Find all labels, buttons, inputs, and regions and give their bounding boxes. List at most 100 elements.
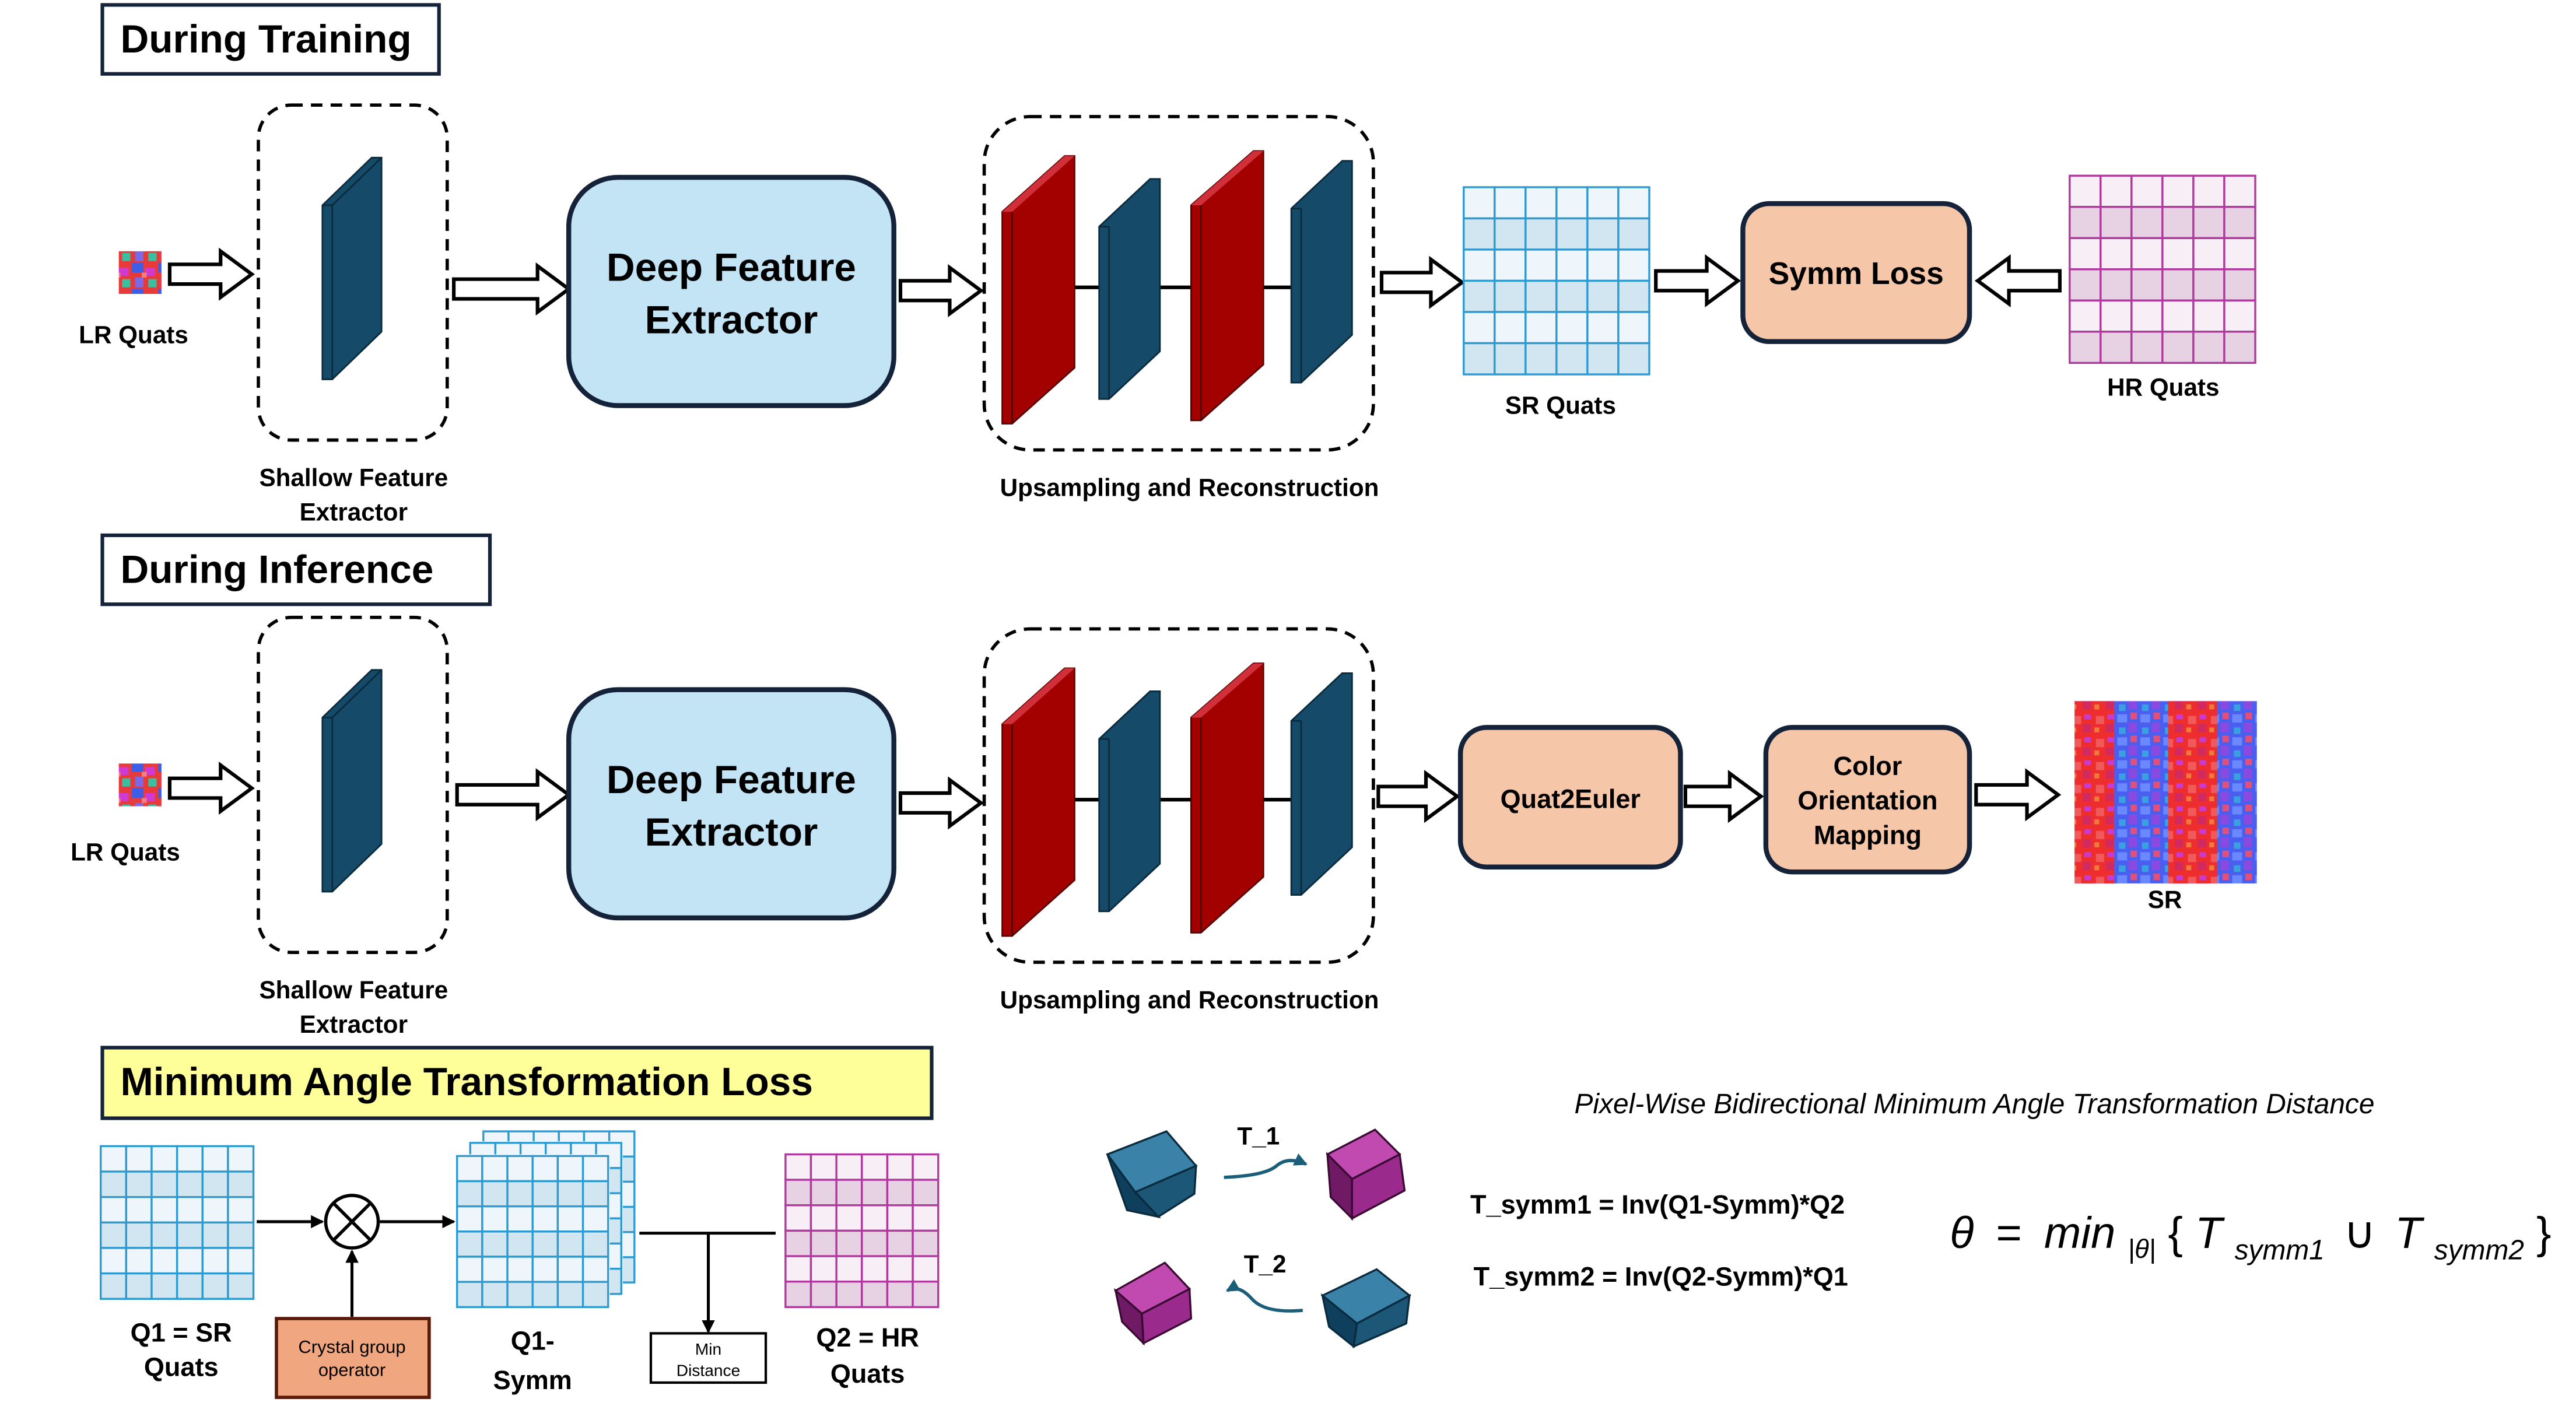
grid-cell: [1494, 217, 1527, 251]
grid-cell: [809, 1281, 837, 1309]
block-arrow: [451, 262, 572, 316]
grid-cell: [1524, 217, 1558, 251]
grid-cell: [506, 1180, 534, 1208]
q2-label-1: Q2 = HR: [816, 1323, 919, 1352]
grid-cell: [150, 1195, 178, 1224]
grid-cell: [456, 1230, 483, 1258]
grid-cell: [2130, 237, 2164, 271]
block-arrow: [167, 762, 255, 815]
deep-label-1: Deep Feature: [607, 246, 856, 289]
grid-cell: [861, 1255, 889, 1283]
navy-plate: [1098, 690, 1161, 913]
grid-cell: [2161, 299, 2195, 333]
grid-cell: [1617, 217, 1650, 251]
grid-cell: [1586, 248, 1620, 282]
grid-cell: [2161, 237, 2195, 271]
q2-grid: [784, 1153, 940, 1309]
grid-cell: [2192, 174, 2225, 208]
grid-cell: [1586, 186, 1620, 220]
grid-cell: [100, 1145, 128, 1173]
min-label-1: Min: [695, 1340, 721, 1358]
grid-cell: [506, 1205, 534, 1233]
block-arrow: [898, 264, 984, 317]
grid-cell: [2069, 268, 2102, 301]
grid-cell: [506, 1155, 534, 1183]
q1-label-2: Quats: [144, 1352, 219, 1382]
grid-cell: [809, 1179, 837, 1207]
grid-cell: [912, 1229, 940, 1257]
grid-cell: [2100, 237, 2133, 271]
grid-cell: [1586, 311, 1620, 345]
grid-cell: [201, 1221, 229, 1249]
grid-cell: [861, 1179, 889, 1207]
grid-cell: [835, 1281, 863, 1309]
grid-cell: [2192, 299, 2225, 333]
grid-cell: [1524, 311, 1558, 345]
grid-cell: [784, 1179, 812, 1207]
grid-cell: [2223, 331, 2256, 364]
navy-plate: [1290, 672, 1353, 896]
color-label-3: Mapping: [1814, 820, 1922, 850]
grid-cell: [201, 1145, 229, 1173]
blue-cube-icon: [1320, 1268, 1411, 1349]
t1-label: T_1: [1237, 1123, 1280, 1150]
block-arrow: [1683, 770, 1764, 823]
grid-cell: [2100, 331, 2133, 364]
grid-cell: [2223, 299, 2256, 333]
grid-cell: [201, 1272, 229, 1300]
loss-section: Q1 = SR Quats Crystal group operator Q1-…: [100, 1089, 2552, 1400]
grid-cell: [581, 1180, 609, 1208]
grid-cell: [100, 1247, 128, 1275]
grid-cell: [912, 1204, 940, 1232]
grid-cell: [886, 1255, 914, 1283]
block-arrow: [455, 768, 572, 822]
grid-cell: [1617, 311, 1650, 345]
shallow-extractor-box: [257, 103, 449, 442]
crystal-group-operator-box: [275, 1317, 431, 1400]
grid-cell: [2130, 268, 2164, 301]
grid-cell: [1494, 342, 1527, 376]
inference-header: During Inference: [100, 533, 492, 606]
grid-cell: [1555, 311, 1589, 345]
grid-cell: [556, 1281, 584, 1309]
grid-cell: [227, 1170, 255, 1198]
color-orientation-box: [1763, 725, 1972, 875]
grid-cell: [201, 1170, 229, 1198]
grid-cell: [150, 1272, 178, 1300]
grid-cell: [912, 1281, 940, 1309]
grid-cell: [227, 1145, 255, 1173]
grid-cell: [2069, 174, 2102, 208]
block-arrow: [1379, 255, 1466, 309]
grid-cell: [1524, 342, 1558, 376]
grid-cell: [125, 1221, 153, 1249]
grid-cell: [2130, 174, 2164, 208]
grid-cell: [2223, 206, 2256, 239]
grid-cell: [1617, 279, 1650, 313]
grid-cell: [809, 1204, 837, 1232]
grid-cell: [1494, 311, 1527, 345]
grid-cell: [1463, 342, 1496, 376]
t2-label: T_2: [1244, 1250, 1287, 1278]
grid-cell: [456, 1180, 483, 1208]
grid-cell: [1555, 248, 1589, 282]
q2-label-2: Quats: [830, 1359, 905, 1389]
navy-plate: [1098, 178, 1161, 400]
pixelwise-title: Pixel-Wise Bidirectional Minimum Angle T…: [1574, 1089, 2374, 1120]
grid-cell: [201, 1195, 229, 1224]
grid-cell: [201, 1247, 229, 1275]
grid-cell: [176, 1145, 204, 1173]
quat2euler-label: Quat2Euler: [1501, 784, 1641, 814]
grid-cell: [1586, 342, 1620, 376]
grid-cell: [227, 1272, 255, 1300]
grid-cell: [2069, 206, 2102, 239]
grid-cell: [176, 1195, 204, 1224]
grid-cell: [1463, 186, 1496, 220]
navy-plate: [1290, 160, 1353, 384]
grid-cell: [809, 1255, 837, 1283]
grid-cell: [481, 1180, 509, 1208]
grid-cell: [100, 1195, 128, 1224]
grid-cell: [835, 1179, 863, 1207]
grid-cell: [150, 1247, 178, 1275]
grid-cell: [2130, 331, 2164, 364]
grid-cell: [2223, 174, 2256, 208]
